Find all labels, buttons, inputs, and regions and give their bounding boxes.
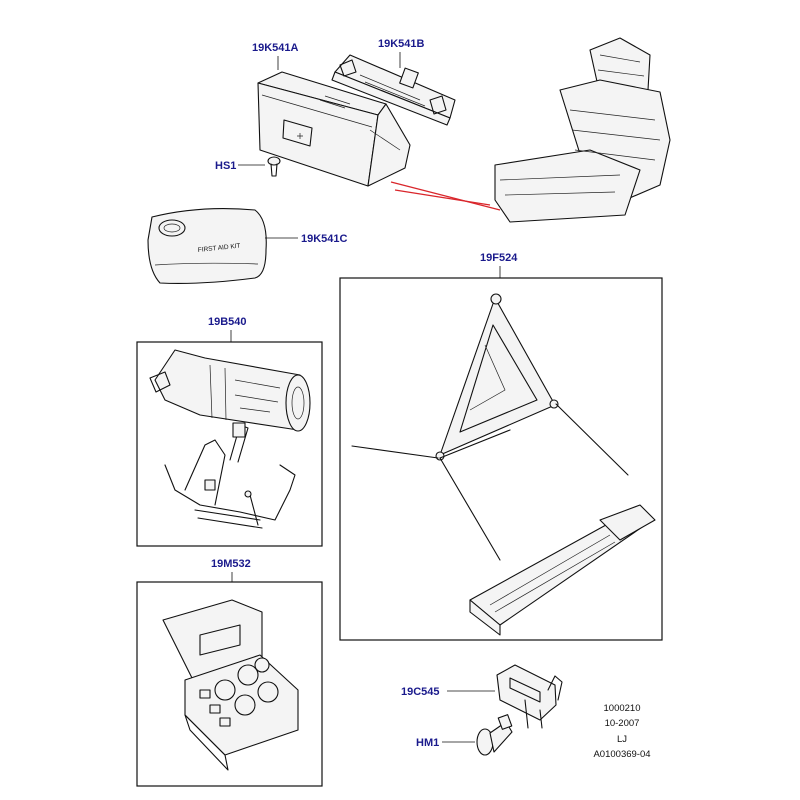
kit-printed-label: FIRST AID KIT [197,243,240,254]
callout-19f524: 19F524 [480,252,518,264]
seat-illustration [494,37,671,223]
fire-extinguisher-panel [136,341,323,547]
first-aid-bracket[interactable] [331,54,456,126]
drawing-code: LJ [617,734,627,745]
callout-19m532: 19M532 [211,558,251,570]
callout-19k541a: 19K541A [252,42,299,54]
screw[interactable] [267,156,281,177]
callout-hm1: HM1 [416,737,439,749]
drawing-ref: 1000210 [604,703,641,714]
locator-line-2 [394,189,491,206]
warning-triangle-panel [339,277,663,641]
extinguisher-bracket[interactable] [164,422,296,529]
fastener[interactable] [476,714,513,756]
warning-triangle-case[interactable] [469,504,656,636]
clip[interactable] [496,664,563,729]
bulb-kit-panel [136,581,323,787]
callout-19b540: 19B540 [208,316,247,328]
callout-19c545: 19C545 [401,686,440,698]
callout-hs1: HS1 [215,160,236,172]
first-aid-kit-bag[interactable] [147,207,267,284]
first-aid-box[interactable] [257,71,411,187]
callout-19k541b: 19K541B [378,38,425,50]
drawing-date: 10-2007 [605,718,640,729]
callout-19k541c: 19K541C [301,233,348,245]
locator-line-1 [390,181,501,211]
warning-triangle[interactable] [351,293,629,561]
fire-extinguisher[interactable] [149,349,311,432]
bulb-kit-case[interactable] [162,599,299,771]
illustration-id: A0100369-04 [593,749,650,760]
